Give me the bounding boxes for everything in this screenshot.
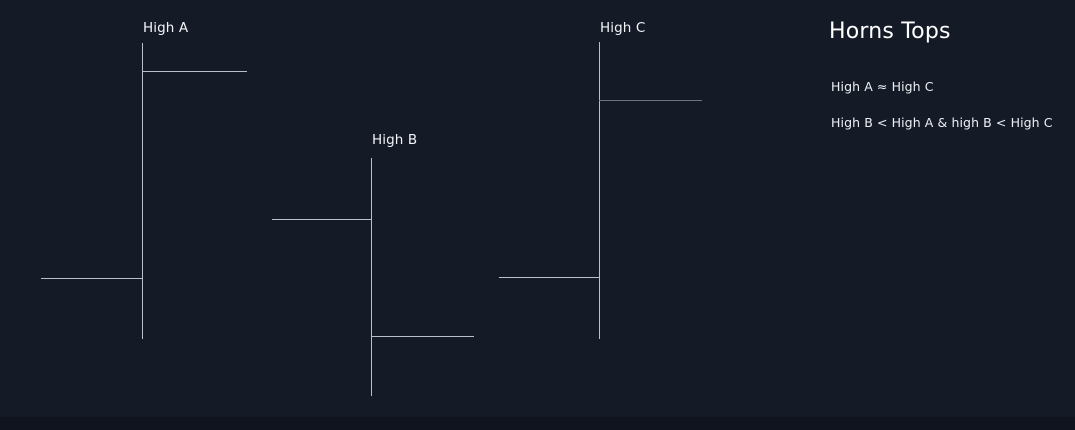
bar-label-high-b: High B	[372, 132, 418, 148]
annotation-panel: Horns Tops High A ≈ High C High B < High…	[829, 18, 1069, 130]
ohlc-open-tick-high-b	[272, 219, 372, 220]
bar-label-high-c: High C	[600, 20, 646, 36]
ohlc-stem-high-b	[371, 158, 372, 396]
ohlc-open-tick-high-c	[499, 277, 600, 278]
annotation-line-1: High A ≈ High C	[831, 79, 934, 94]
ohlc-stem-high-c	[599, 42, 600, 339]
annotation-line-2: High B < High A & high B < High C	[831, 115, 1053, 130]
bottom-edge-strip	[0, 417, 1075, 430]
ohlc-open-tick-high-a	[41, 278, 143, 279]
ohlc-close-tick-high-a	[142, 71, 247, 72]
page-title: Horns Tops	[829, 19, 951, 44]
ohlc-stem-high-a	[142, 43, 143, 339]
ohlc-close-tick-high-c	[599, 100, 702, 101]
ohlc-close-tick-high-b	[371, 336, 474, 337]
bar-label-high-a: High A	[143, 20, 189, 36]
